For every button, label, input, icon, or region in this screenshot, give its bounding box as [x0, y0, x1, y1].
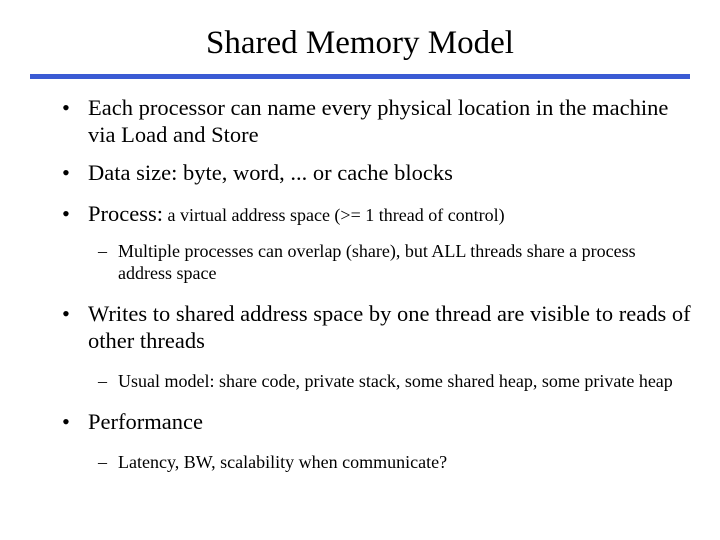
bullet-text-tail: a virtual address space (>= 1 thread of … [163, 205, 505, 225]
bullet-text: Writes to shared address space by one th… [88, 301, 691, 353]
slide-title-area: Shared Memory Model [30, 24, 690, 62]
sub-bullet-item: – Latency, BW, scalability when communic… [0, 451, 720, 473]
slide-body: • Each processor can name every physical… [0, 94, 720, 473]
spacer [0, 354, 720, 370]
bullet-item: • Performance [0, 408, 720, 435]
sub-bullet-text: Usual model: share code, private stack, … [118, 371, 673, 391]
bullet-text: Data size: byte, word, ... or cache bloc… [88, 160, 453, 185]
bullet-dot-icon: • [62, 160, 70, 185]
dash-icon: – [98, 371, 107, 391]
bullet-dot-icon: • [62, 201, 70, 226]
bullet-item: • Each processor can name every physical… [0, 94, 720, 148]
bullet-item: • Process: a virtual address space (>= 1… [0, 200, 720, 229]
page-title: Shared Memory Model [206, 25, 514, 61]
sub-bullet-item: – Multiple processes can overlap (share)… [0, 240, 720, 284]
sub-bullet-text: Multiple processes can overlap (share), … [118, 241, 636, 283]
bullet-dot-icon: • [62, 301, 70, 326]
sub-bullet-item: – Usual model: share code, private stack… [0, 370, 720, 392]
spacer [0, 148, 720, 159]
bullet-text: Process: a virtual address space (>= 1 t… [88, 200, 694, 229]
spacer [0, 284, 720, 300]
spacer [0, 392, 720, 408]
sub-bullet-text: Latency, BW, scalability when communicat… [118, 452, 448, 472]
bullet-item: • Data size: byte, word, ... or cache bl… [0, 159, 720, 186]
spacer [0, 186, 720, 200]
dash-icon: – [98, 241, 107, 261]
bullet-dot-icon: • [62, 409, 70, 434]
bullet-item: • Writes to shared address space by one … [0, 300, 720, 354]
bullet-dot-icon: • [62, 95, 70, 120]
bullet-text: Each processor can name every physical l… [88, 95, 669, 147]
dash-icon: – [98, 452, 107, 472]
spacer [0, 229, 720, 240]
bullet-text: Performance [88, 409, 203, 434]
spacer [0, 435, 720, 451]
bullet-text-lead: Process: [88, 201, 163, 226]
title-divider-rule [30, 74, 690, 79]
